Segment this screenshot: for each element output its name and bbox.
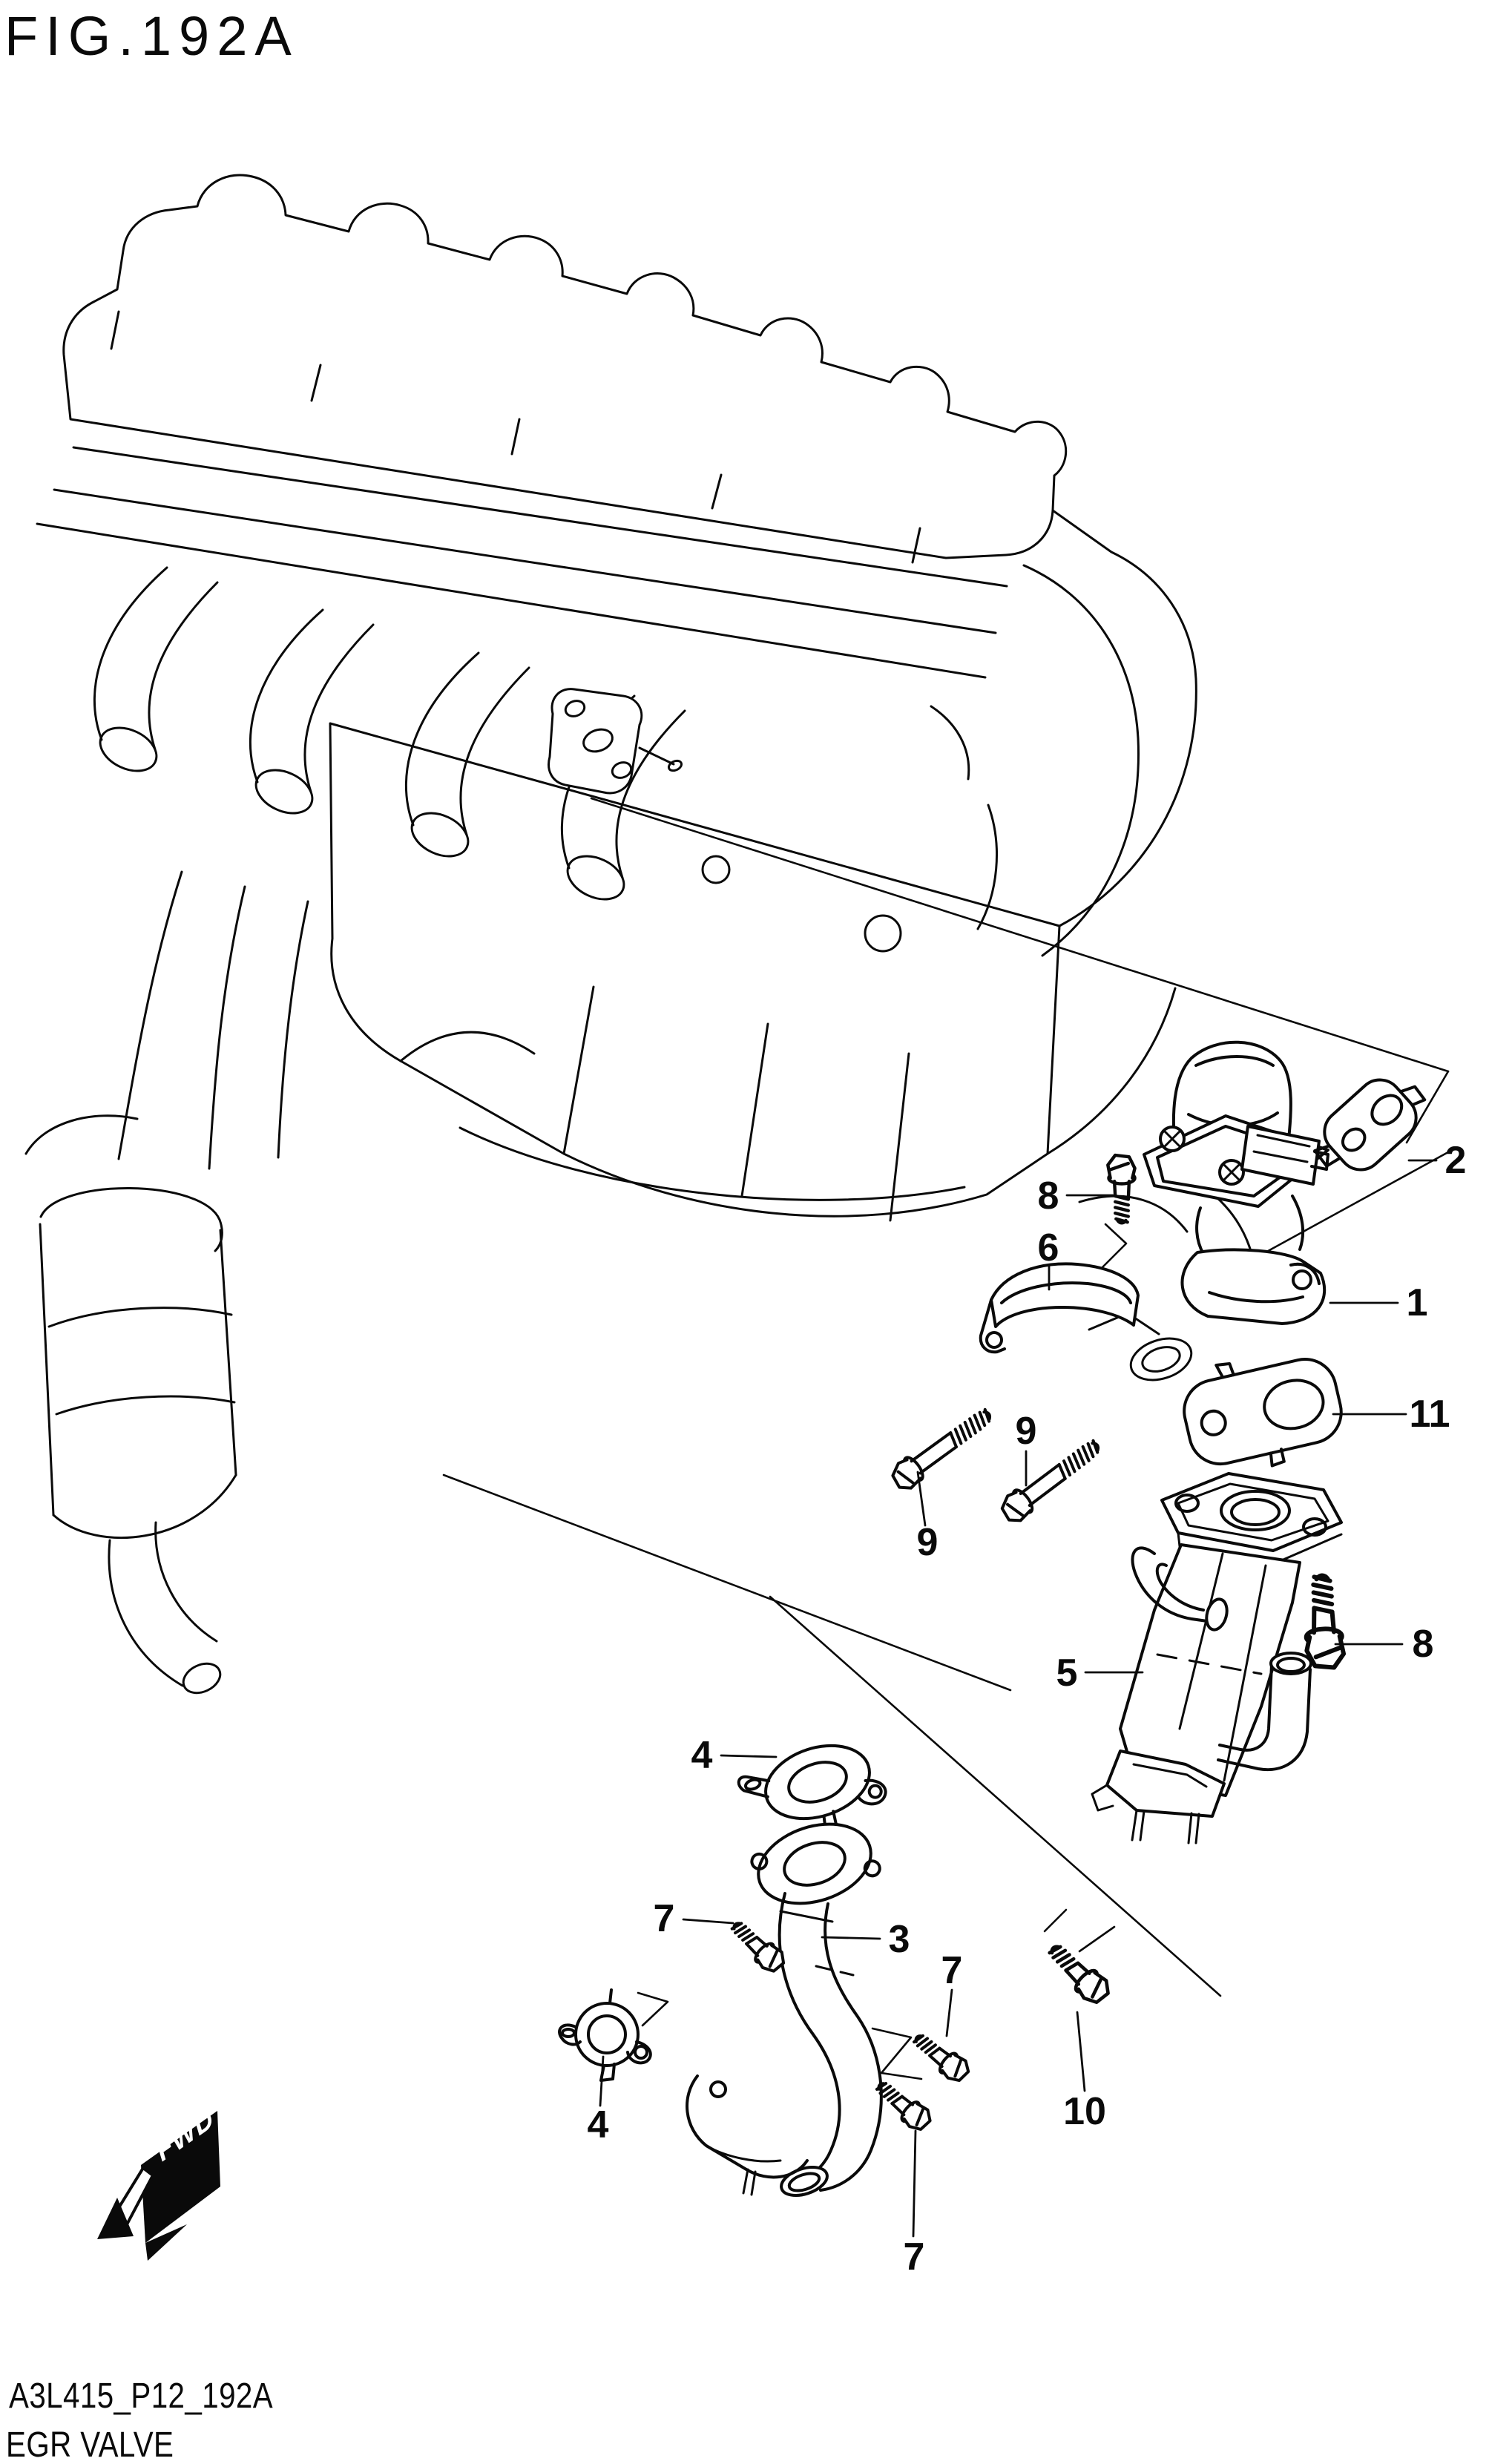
callout-6: 6 xyxy=(1037,1226,1059,1269)
leader-4b xyxy=(599,2055,605,2107)
egr-parts xyxy=(558,1040,1427,2197)
exhaust-manifold-catalyst xyxy=(24,870,309,1695)
fwd-arrow xyxy=(97,2111,220,2261)
callout-9: 9 xyxy=(916,1521,939,1564)
clamp-part-6 xyxy=(979,1262,1140,1354)
valve-cover xyxy=(62,174,1068,559)
gasket-part-4-upper xyxy=(737,1744,887,1833)
callout-5: 5 xyxy=(1056,1652,1078,1695)
leader-lines xyxy=(599,1159,1438,2238)
egr-port-flange xyxy=(548,688,683,795)
cylinder-block xyxy=(329,705,1061,1222)
callout-8: 8 xyxy=(1037,1174,1059,1218)
figure-title: FIG.192A xyxy=(4,5,299,67)
leader-4a xyxy=(720,1754,778,1758)
gasket-part-11 xyxy=(1183,1357,1343,1468)
egr-cooler-part-5 xyxy=(1091,1472,1343,1844)
reference-lines xyxy=(442,797,1450,2080)
callout-3: 3 xyxy=(888,1918,910,1961)
engine-assembly xyxy=(24,174,1258,1695)
egr-valve-part-1 xyxy=(1143,1040,1329,1325)
callout-11: 11 xyxy=(1409,1393,1450,1436)
callout-7: 7 xyxy=(903,2235,925,2279)
callout-9: 9 xyxy=(1015,1410,1037,1453)
leader-9b xyxy=(916,1471,927,1527)
callout-8: 8 xyxy=(1412,1623,1434,1666)
bolt-part-8a xyxy=(1108,1155,1134,1223)
egr-pipe-part-3 xyxy=(778,1892,883,2197)
callout-1: 1 xyxy=(1406,1281,1428,1324)
leader-3 xyxy=(821,1936,881,1940)
bolt-part-8b xyxy=(1304,1575,1344,1669)
callout-7: 7 xyxy=(941,1949,963,1992)
bolt-part-9a xyxy=(995,1433,1108,1528)
leader-7b xyxy=(945,1988,953,2037)
pipe-flange-lower xyxy=(686,2074,809,2196)
callout-2: 2 xyxy=(1444,1139,1467,1182)
callout-4: 4 xyxy=(587,2103,609,2146)
egr-gasket-part-2 xyxy=(1313,1078,1427,1172)
callout-4: 4 xyxy=(691,1734,713,1777)
footer-drawing-code: A3L415_P12_192A xyxy=(9,2376,274,2416)
bolt-part-7b xyxy=(907,2026,974,2087)
callout-7: 7 xyxy=(653,1897,675,1940)
leader-7a xyxy=(682,1918,734,1925)
pipe-flange-upper xyxy=(750,1822,881,1905)
bolt-part-9b xyxy=(887,1403,997,1493)
callout-10: 10 xyxy=(1063,2090,1106,2133)
leader-10 xyxy=(1076,2011,1086,2092)
leader-7c xyxy=(912,2129,917,2238)
footer-caption: EGR VALVE xyxy=(6,2425,174,2464)
gasket-part-4-lower xyxy=(558,1988,652,2082)
bolt-part-10 xyxy=(1044,1938,1114,2008)
